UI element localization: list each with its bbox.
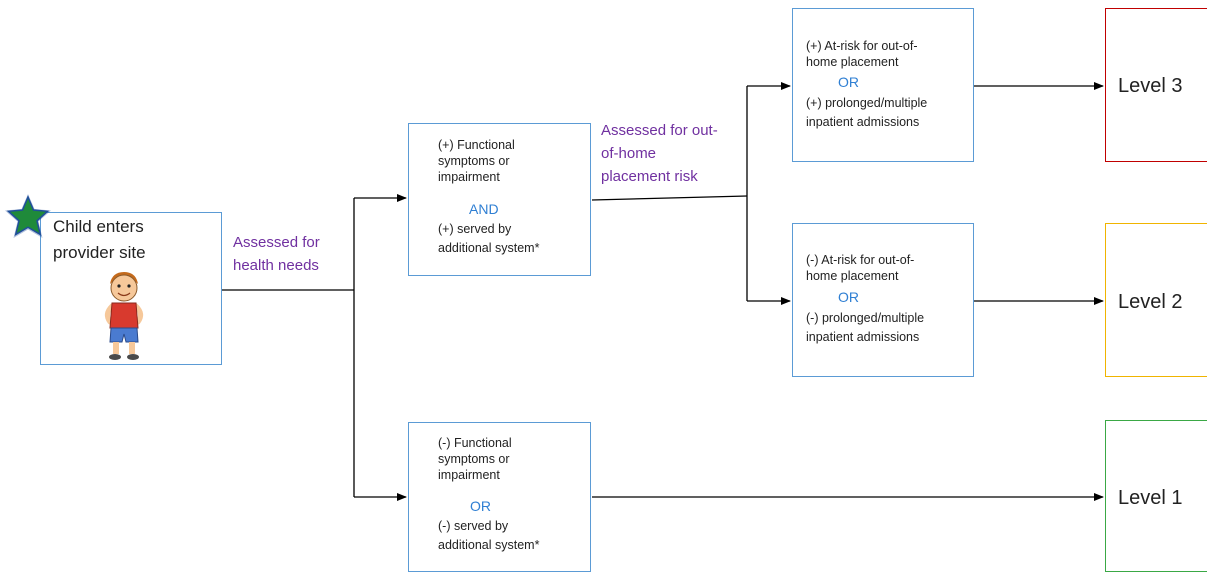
at-risk-positive-keyword: OR: [838, 74, 859, 90]
level-2-box: Level 2: [1105, 223, 1207, 377]
negative-functional-line-2: symptoms or: [438, 452, 510, 466]
level-1-box: Level 1: [1105, 420, 1207, 572]
at-risk-positive-line-3: (+) prolonged/multiple: [806, 96, 928, 110]
at-risk-positive-box: [792, 8, 974, 162]
negative-functional-keyword: OR: [470, 498, 491, 514]
negative-functional-box: [408, 422, 591, 572]
child-illustration-icon: [104, 272, 144, 360]
negative-functional-line-4: (-) served by: [438, 519, 509, 533]
at-risk-negative-keyword: OR: [838, 289, 859, 305]
positive-functional-box: [408, 123, 591, 276]
positive-functional-line-4: (+) served by: [438, 222, 512, 236]
at-risk-positive-line-4: inpatient admissions: [806, 115, 920, 129]
start-node-line-2: provider site: [53, 243, 146, 262]
start-node-line-1: Child enters: [53, 217, 144, 236]
at-risk-negative-line-3: (-) prolonged/multiple: [806, 311, 925, 325]
level-1-label: Level 1: [1118, 487, 1183, 509]
positive-functional-line-2: symptoms or: [438, 154, 510, 168]
connector-positive-to-split: [591, 195, 748, 201]
at-risk-positive-line-2: home placement: [806, 55, 899, 69]
at-risk-negative-line-1: (-) At-risk for out-of-: [806, 253, 915, 267]
positive-functional-line-3: impairment: [438, 170, 500, 184]
edge-label-placement-line-3: placement risk: [601, 168, 698, 185]
edge-label-placement-line-1: Assessed for out-: [601, 122, 718, 139]
at-risk-positive-line-1: (+) At-risk for out-of-: [806, 39, 918, 53]
edge-label-placement-line-2: of-home: [601, 145, 657, 162]
at-risk-negative-line-4: inpatient admissions: [806, 330, 920, 344]
positive-functional-keyword: AND: [469, 201, 499, 217]
at-risk-negative-line-2: home placement: [806, 269, 899, 283]
level-3-box: Level 3: [1105, 8, 1207, 162]
level-3-label: Level 3: [1118, 75, 1183, 97]
edge-label-health-line-1: Assessed for: [233, 234, 320, 251]
negative-functional-line-5: additional system*: [438, 538, 540, 552]
positive-functional-line-1: (+) Functional: [438, 138, 515, 152]
at-risk-negative-box: [792, 223, 974, 377]
positive-functional-line-5: additional system*: [438, 241, 540, 255]
star-icon: [5, 194, 51, 238]
level-2-label: Level 2: [1118, 291, 1183, 313]
negative-functional-line-1: (-) Functional: [438, 436, 512, 450]
negative-functional-line-3: impairment: [438, 468, 500, 482]
edge-label-health-line-2: health needs: [233, 257, 319, 274]
